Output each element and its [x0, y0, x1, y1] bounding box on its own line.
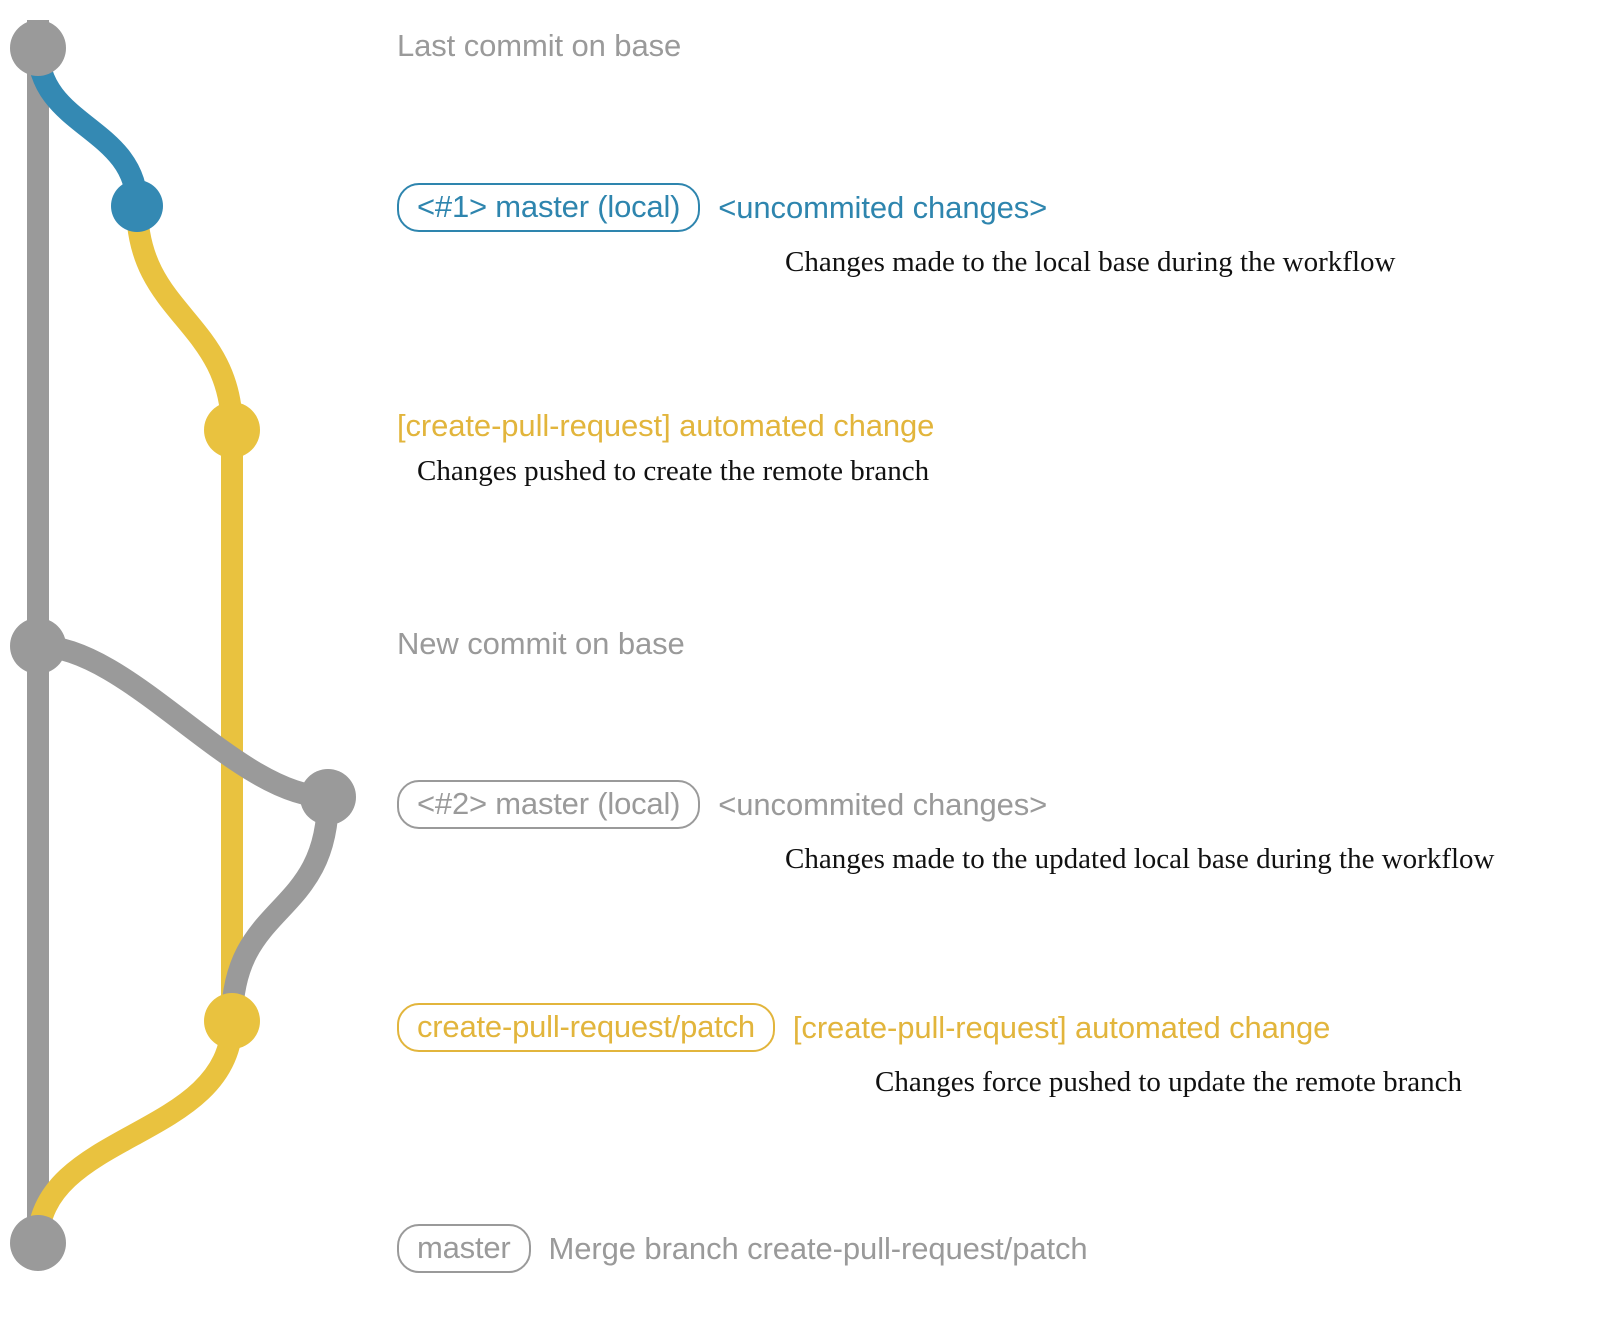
edge-local2-to-remote2 — [221, 786, 339, 1032]
row-automated-change-1: [create-pull-request] automated change C… — [397, 410, 934, 488]
commit-subject-new-commit: New commit on base — [397, 626, 685, 661]
commit-node-remote-2[interactable] — [204, 993, 260, 1049]
branch-chip-master-local-1[interactable]: <#1> master (local) — [397, 183, 701, 232]
commit-subject-merge-branch: Merge branch create-pull-request/patch — [548, 1231, 1088, 1266]
row-new-commit-line: New commit on base — [397, 628, 685, 659]
row-patch-branch: create-pull-request/patch [create-pull-r… — [397, 1003, 1462, 1099]
row-last-commit: Last commit on base — [397, 30, 681, 61]
row-master-merge: master Merge branch create-pull-request/… — [397, 1224, 1088, 1273]
row-last-commit-line: Last commit on base — [397, 30, 681, 61]
commit-node-base-new[interactable] — [10, 618, 66, 674]
commit-node-remote-1[interactable] — [204, 402, 260, 458]
commit-subject-uncommited-changes-2: <uncommited changes> — [718, 787, 1048, 822]
commit-subject-last-commit: Last commit on base — [397, 28, 682, 63]
branch-chip-master[interactable]: master — [397, 1224, 531, 1273]
row-new-commit: New commit on base — [397, 628, 685, 659]
commit-subject-automated-change-2: [create-pull-request] automated change — [792, 1010, 1331, 1045]
edge-local1-to-remote1 — [126, 195, 243, 441]
commit-description-automated-1: Changes pushed to create the remote bran… — [417, 455, 930, 487]
edge-remote2-to-master — [27, 1010, 243, 1254]
edge-basenew-to-local2 — [27, 635, 339, 808]
row-master-merge-line: master Merge branch create-pull-request/… — [397, 1224, 1088, 1273]
commit-description-local-1: Changes made to the local base during th… — [785, 246, 1396, 278]
branch-chip-master-local-2[interactable]: <#2> master (local) — [397, 780, 701, 829]
branch-chip-create-pull-request-patch[interactable]: create-pull-request/patch — [397, 1003, 775, 1052]
commit-node-local-1[interactable] — [111, 180, 163, 232]
commit-node-local-2[interactable] — [300, 769, 356, 825]
row-local-master-2: <#2> master (local) <uncommited changes>… — [397, 780, 1495, 876]
commit-node-master-merge[interactable] — [10, 1215, 66, 1271]
commit-subject-automated-change-1: [create-pull-request] automated change — [397, 408, 935, 443]
commit-node-base-head[interactable] — [10, 20, 66, 76]
row-local-master-2-line: <#2> master (local) <uncommited changes> — [397, 780, 1047, 829]
row-patch-branch-line: create-pull-request/patch [create-pull-r… — [397, 1003, 1330, 1052]
row-local-master-1: <#1> master (local) <uncommited changes>… — [397, 183, 1395, 279]
commit-description-local-2: Changes made to the updated local base d… — [785, 843, 1495, 875]
row-local-master-1-line: <#1> master (local) <uncommited changes> — [397, 183, 1047, 232]
git-graph — [10, 20, 356, 1271]
row-automated-change-1-line: [create-pull-request] automated change — [397, 410, 934, 441]
commit-subject-uncommited-changes-1: <uncommited changes> — [718, 190, 1048, 225]
commit-description-patch-branch: Changes force pushed to update the remot… — [875, 1066, 1463, 1098]
